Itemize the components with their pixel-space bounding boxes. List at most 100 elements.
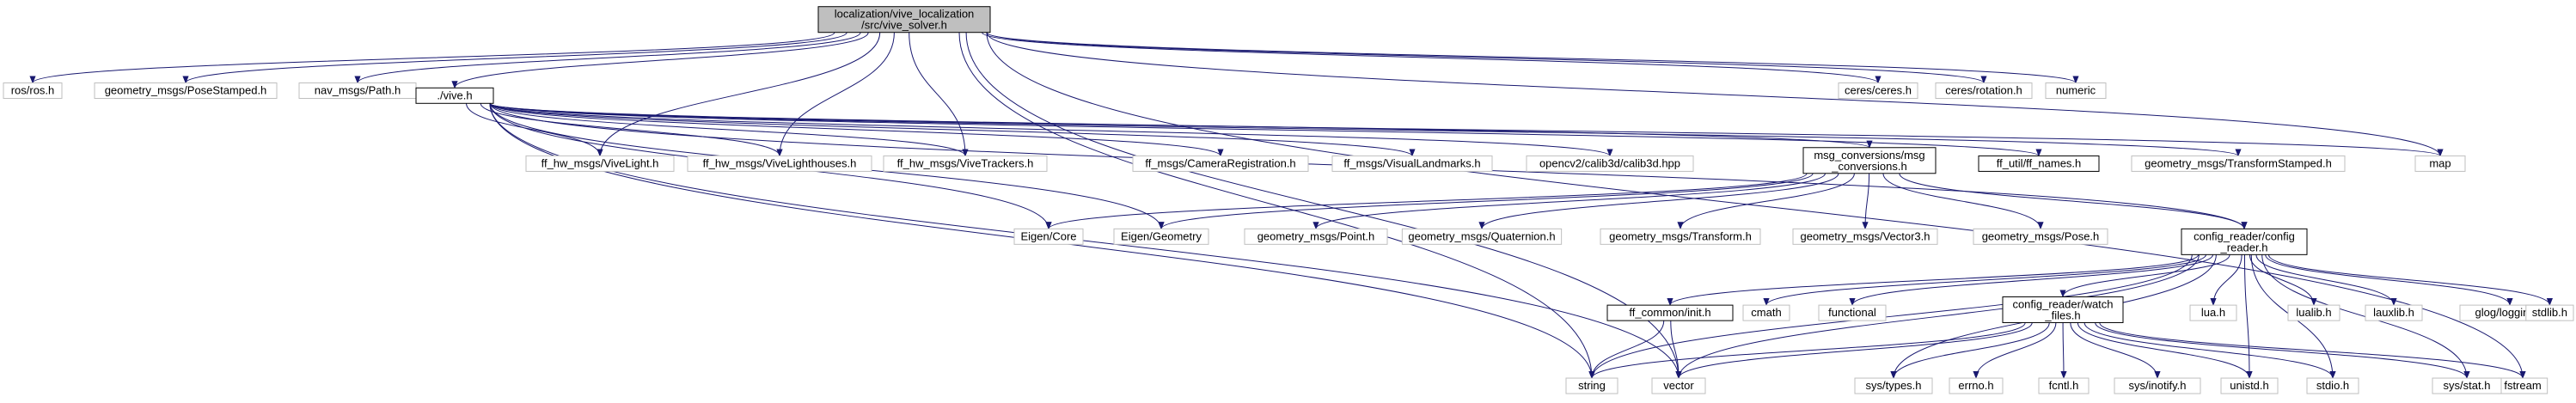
include-edge — [2267, 254, 2553, 307]
include-edge — [958, 32, 1595, 379]
node-label: geometry_msgs/Point.h — [1257, 229, 1375, 242]
include-edge — [182, 32, 847, 84]
graph-node-sys-types: sys/types.h — [1854, 377, 1933, 394]
node-label: ff_common/init.h — [1629, 306, 1710, 319]
graph-node-ff-names[interactable]: ff_util/ff_names.h — [1978, 155, 2100, 172]
include-edge — [2059, 254, 2230, 298]
node-box — [525, 155, 675, 172]
node-box — [2114, 377, 2201, 394]
node-box — [817, 6, 991, 34]
node-label: lualib.h — [2296, 306, 2331, 319]
graph-node-vive-light: ff_hw_msgs/ViveLight.h — [525, 155, 675, 172]
node-label: geometry_msgs/Vector3.h — [1800, 229, 1930, 242]
node-box — [1132, 155, 1309, 172]
node-box — [1978, 155, 2100, 172]
node-label: config_reader/watch — [2012, 297, 2113, 310]
node-box — [2414, 155, 2466, 172]
node-box — [1949, 377, 2004, 394]
include-edge — [2099, 322, 2526, 379]
graph-node-string: string — [1565, 377, 1618, 394]
include-edge — [982, 32, 1882, 84]
node-label: /src/vive_solver.h — [861, 19, 947, 32]
node-label: errno.h — [1958, 379, 1993, 392]
node-box — [1742, 304, 1790, 321]
include-edge — [29, 32, 835, 84]
include-edge — [1158, 173, 1814, 230]
node-label: geometry_msgs/Transform.h — [1609, 229, 1752, 242]
node-box — [1401, 228, 1563, 245]
include-edge — [2070, 322, 2161, 379]
node-box — [2287, 304, 2340, 321]
graph-node-fstream: fstream — [2497, 377, 2548, 394]
graph-node-inotify: sys/inotify.h — [2114, 377, 2201, 394]
node-box — [883, 155, 1048, 172]
include-edge — [1882, 173, 2044, 230]
include-edge — [1675, 322, 2033, 379]
include-edge — [2210, 254, 2243, 307]
node-box — [2181, 228, 2308, 255]
node-box — [1606, 304, 1734, 321]
include-edge — [1763, 254, 2207, 307]
include-edge — [451, 32, 869, 89]
graph-node-sys-stat: sys/stat.h — [2432, 377, 2502, 394]
graph-node-watch-files[interactable]: config_reader/watch_files.h — [2002, 296, 2124, 323]
include-edge — [1973, 322, 2057, 379]
graph-node-path: nav_msgs/Path.h — [298, 82, 417, 99]
node-box — [2002, 296, 2124, 323]
node-label: vector — [1663, 379, 1694, 392]
node-label: fcntl.h — [2049, 379, 2079, 392]
include-edge — [1588, 322, 2026, 379]
include-edge — [2261, 254, 2470, 379]
graph-node-vive-trackers: ff_hw_msgs/ViveTrackers.h — [883, 155, 1048, 172]
graph-node-ceres: ceres/ceres.h — [1838, 82, 1918, 99]
graph-node-msg-conv[interactable]: msg_conversions/msg_conversions.h — [1802, 147, 1937, 174]
node-label: config_reader/config — [2194, 229, 2295, 242]
graph-node-pose: geometry_msgs/Pose.h — [1973, 228, 2108, 245]
graph-node-quaternion: geometry_msgs/Quaternion.h — [1401, 228, 1563, 245]
node-box — [1565, 377, 1618, 394]
include-edge — [597, 32, 881, 157]
include-edge — [986, 32, 2526, 379]
node-box — [1113, 228, 1209, 245]
node-box — [2306, 377, 2359, 394]
include-edge — [1899, 173, 2248, 230]
node-label: ros/ros.h — [11, 84, 55, 97]
include-edge — [2255, 254, 2397, 307]
node-label: functional — [1828, 306, 1876, 319]
include-edge — [909, 32, 969, 157]
node-box — [3, 82, 63, 99]
node-box — [2220, 377, 2279, 394]
graph-node-vive[interactable]: ./vive.h — [415, 87, 494, 104]
node-label: map — [2429, 156, 2451, 169]
include-edge — [1670, 321, 1682, 379]
node-label: numeric — [2056, 84, 2096, 97]
include-edge — [489, 102, 1613, 157]
node-box — [1526, 155, 1694, 172]
graph-node-vector3: geometry_msgs/Vector3.h — [1792, 228, 1938, 245]
node-box — [1854, 377, 1933, 394]
node-box — [1013, 228, 1084, 245]
node-label: _reader.h — [2220, 241, 2268, 253]
graph-node-visual-landmarks: ff_msgs/VisualLandmarks.h — [1331, 155, 1493, 172]
graph-node-lauxlib: lauxlib.h — [2365, 304, 2423, 321]
graph-node-root[interactable]: localization/vive_localization/src/vive_… — [817, 6, 991, 34]
graph-node-config-reader[interactable]: config_reader/config_reader.h — [2181, 228, 2308, 255]
node-label: sys/inotify.h — [2129, 379, 2187, 392]
include-edge — [986, 32, 2444, 157]
graph-node-ff-init[interactable]: ff_common/init.h — [1606, 304, 1734, 321]
graph-node-ceres-rot: ceres/rotation.h — [1935, 82, 2033, 99]
graph-node-numeric: numeric — [2045, 82, 2107, 99]
include-edge — [489, 102, 1416, 157]
node-label: _conversions.h — [1831, 160, 1906, 173]
include-edge — [1677, 173, 1855, 230]
include-edge — [2095, 322, 2470, 379]
node-label: ff_msgs/VisualLandmarks.h — [1343, 156, 1480, 169]
graph-node-stdio: stdio.h — [2306, 377, 2359, 394]
graph-node-unistd: unistd.h — [2220, 377, 2279, 394]
node-label: ff_hw_msgs/ViveLight.h — [542, 156, 659, 169]
include-edge — [1862, 173, 1870, 230]
node-box — [1973, 228, 2108, 245]
graph-node-eigen-core: Eigen/Core — [1013, 228, 1084, 245]
include-edge — [354, 32, 861, 84]
